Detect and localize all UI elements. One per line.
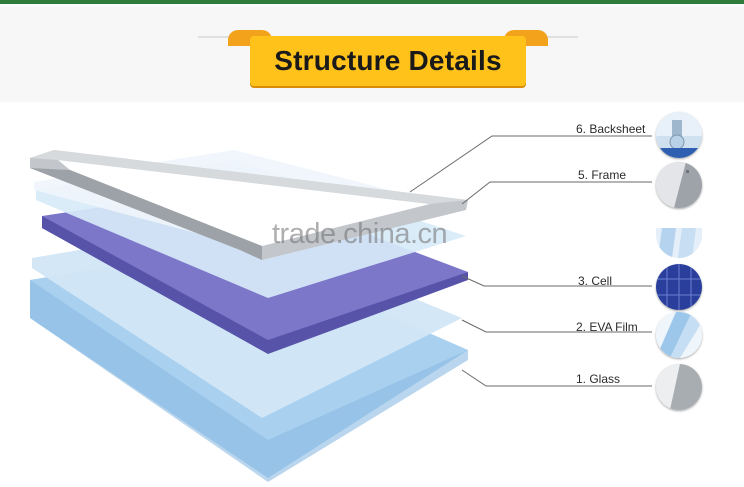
cell-thumbnail xyxy=(656,264,702,310)
glass-thumbnail xyxy=(656,364,702,410)
watermark-text: trade.china.cn xyxy=(272,218,448,250)
frame-layer xyxy=(30,150,468,260)
label-eva-film: 2. EVA Film xyxy=(576,320,638,334)
callout-lines xyxy=(409,135,652,387)
callout-line-backsheet xyxy=(409,135,652,193)
backsheet-thumbnail xyxy=(656,112,702,158)
title-banner: Structure Details xyxy=(198,30,578,90)
label-cell: 3. Cell xyxy=(578,274,613,288)
top-accent-stripe xyxy=(0,0,744,4)
frame-thumbnail xyxy=(656,162,702,208)
callout-line-eva xyxy=(461,319,652,333)
eva-film-thumbnail xyxy=(656,312,702,358)
title-plate: Structure Details xyxy=(250,36,526,86)
page-title: Structure Details xyxy=(274,45,502,76)
callout-line-glass xyxy=(461,369,652,387)
label-backsheet: 6. Backsheet xyxy=(576,122,646,136)
label-frame: 5. Frame xyxy=(578,168,627,182)
callout-line-frame xyxy=(461,181,652,205)
label-glass: 1. Glass xyxy=(576,372,621,386)
callout-line-cell xyxy=(461,275,652,287)
